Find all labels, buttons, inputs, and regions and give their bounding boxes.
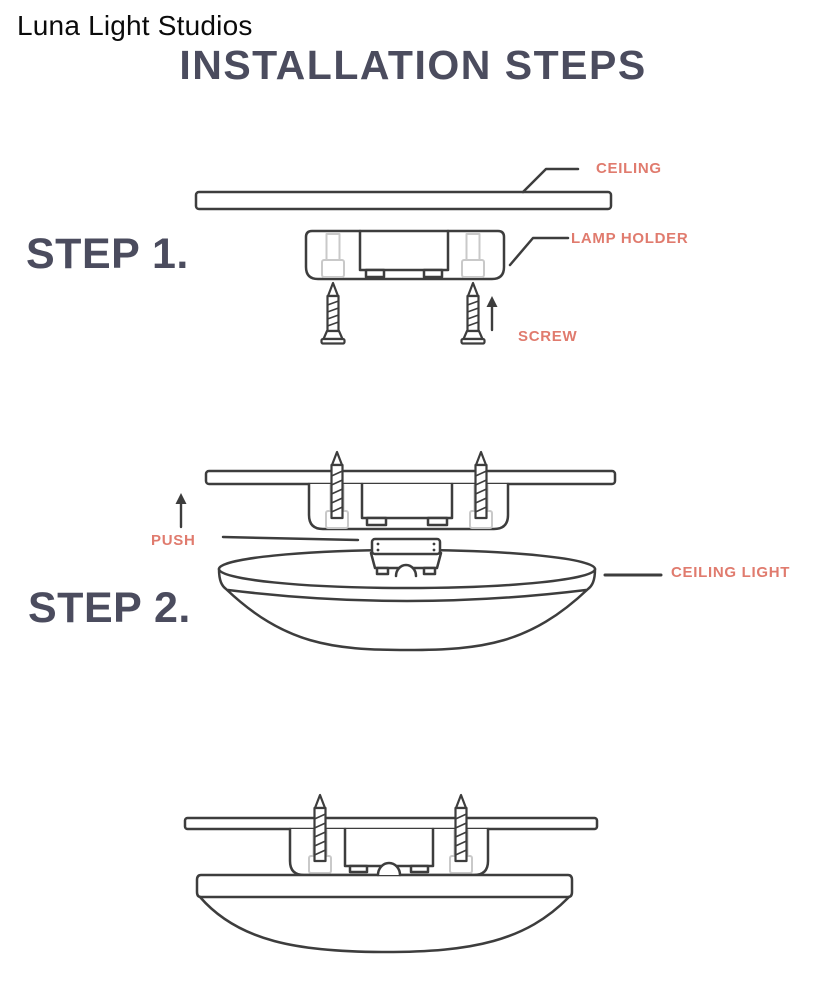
connector-foot [422,566,437,576]
ceiling-light-dome [217,567,597,652]
holder-notch [426,516,449,527]
callout-ceiling: CEILING [596,160,662,177]
up-arrow-icon [485,294,499,332]
connector-bump [394,563,418,578]
screw-icon [313,793,327,863]
connector-foot [375,566,390,576]
ceiling-panel [183,816,599,831]
dome-connector [369,537,443,578]
ceiling-leader-line [521,167,580,194]
brand-name: Luna Light Studios [17,10,253,41]
step2-diagram [174,450,663,652]
screw-icon [460,281,486,345]
screw-icon [474,450,488,520]
screw-icon [454,793,468,863]
callout-ceiling-light: CEILING LIGHT [671,564,791,581]
up-arrow-icon [174,491,188,529]
lamp-holder-leader-line [508,236,570,267]
screw-icon [320,281,346,345]
connector-top [370,537,442,556]
callout-lamp-holder: LAMP HOLDER [571,230,689,247]
ceiling-panel [194,190,613,211]
step1-diagram [194,167,613,345]
holder-notch [364,268,386,279]
push-leader-line [221,535,360,542]
holder-notch [409,864,430,874]
callout-screw: SCREW [518,328,578,345]
step2-label: STEP 2. [28,584,191,632]
dome-band-line [226,588,588,603]
ceiling-light-dome [198,895,571,954]
holder-notch [422,268,444,279]
screw-icon [330,450,344,520]
lamp-holder-body [304,229,506,281]
page-title: INSTALLATION STEPS [179,42,647,88]
connector-screw-dot [432,542,436,546]
callout-push: PUSH [151,532,196,549]
connector-screw-dot [376,542,380,546]
lamp-holder-body [307,482,510,531]
connector-screw-dot [432,548,436,552]
dome-rim-band [195,873,574,899]
step1-label: STEP 1. [26,230,189,278]
holder-notch [365,516,388,527]
ceiling-panel [204,469,617,486]
final-assembly-diagram [183,793,599,954]
connector-screw-dot [376,548,380,552]
holder-notch [348,864,369,874]
connector-bump [376,861,402,877]
